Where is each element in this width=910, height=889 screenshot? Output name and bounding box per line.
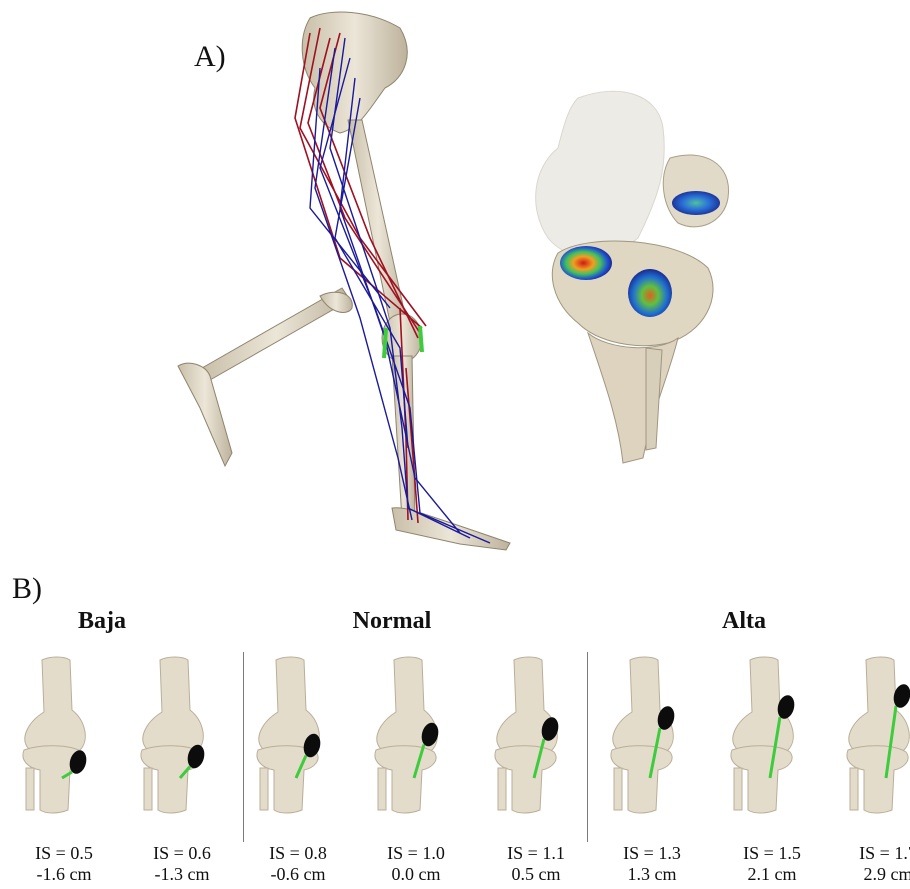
medial-contact-map: [628, 269, 672, 317]
patella-displacement: 2.9 cm: [838, 864, 910, 885]
fibula: [26, 768, 34, 810]
knee-caption: IS = 0.8-0.6 cm: [248, 843, 348, 885]
patella-displacement: -1.3 cm: [132, 864, 232, 885]
femur-shaft: [497, 657, 557, 756]
insall-salvati-index: IS = 0.6: [132, 843, 232, 864]
patella-displacement: 1.3 cm: [602, 864, 702, 885]
knee-model: [482, 650, 582, 820]
knee-model: [10, 650, 110, 820]
left-foot: [178, 363, 232, 466]
pelvis: [302, 12, 407, 133]
patella-displacement: -1.6 cm: [14, 864, 114, 885]
insall-salvati-index: IS = 0.8: [248, 843, 348, 864]
fibula: [614, 768, 622, 810]
insall-salvati-index: IS = 1.5: [722, 843, 822, 864]
patella-displacement: 0.5 cm: [486, 864, 586, 885]
knee-model: [244, 650, 344, 820]
leg-model-figure: [170, 8, 530, 568]
patella-displacement: 2.1 cm: [722, 864, 822, 885]
lateral-contact-map: [560, 246, 612, 280]
fibula: [850, 768, 858, 810]
tibia-shaft: [588, 333, 678, 463]
femur-translucent: [536, 91, 665, 257]
insall-salvati-index: IS = 0.5: [14, 843, 114, 864]
group-title-normal: Normal: [332, 608, 452, 635]
patella-contact-map: [672, 191, 720, 215]
femur-shaft: [143, 657, 203, 756]
insall-salvati-index: IS = 1.1: [486, 843, 586, 864]
group-divider: [587, 652, 588, 842]
knee-caption: IS = 0.5-1.6 cm: [14, 843, 114, 885]
insall-salvati-index: IS = 1.7: [838, 843, 910, 864]
knee-contact-pressure-figure: [528, 88, 748, 468]
fibula: [260, 768, 268, 810]
panel-b-label: B): [12, 572, 42, 606]
knee-model: [834, 650, 910, 820]
knee-caption: IS = 1.72.9 cm: [838, 843, 910, 885]
patella-displacement: -0.6 cm: [248, 864, 348, 885]
insall-salvati-index: IS = 1.3: [602, 843, 702, 864]
patella-displacement: 0.0 cm: [366, 864, 466, 885]
patella: [663, 155, 728, 227]
fibula: [378, 768, 386, 810]
knee-model: [128, 650, 228, 820]
femur-shaft: [25, 657, 85, 756]
knee-model: [718, 650, 818, 820]
group-title-baja: Baja: [52, 608, 152, 635]
fibula: [646, 348, 662, 450]
knee-model: [362, 650, 462, 820]
fibula: [144, 768, 152, 810]
group-title-alta: Alta: [694, 608, 794, 635]
femur-shaft: [613, 657, 673, 756]
fibula: [734, 768, 742, 810]
insall-salvati-index: IS = 1.0: [366, 843, 466, 864]
fibula: [498, 768, 506, 810]
knee-caption: IS = 0.6-1.3 cm: [132, 843, 232, 885]
knee-model: [598, 650, 698, 820]
